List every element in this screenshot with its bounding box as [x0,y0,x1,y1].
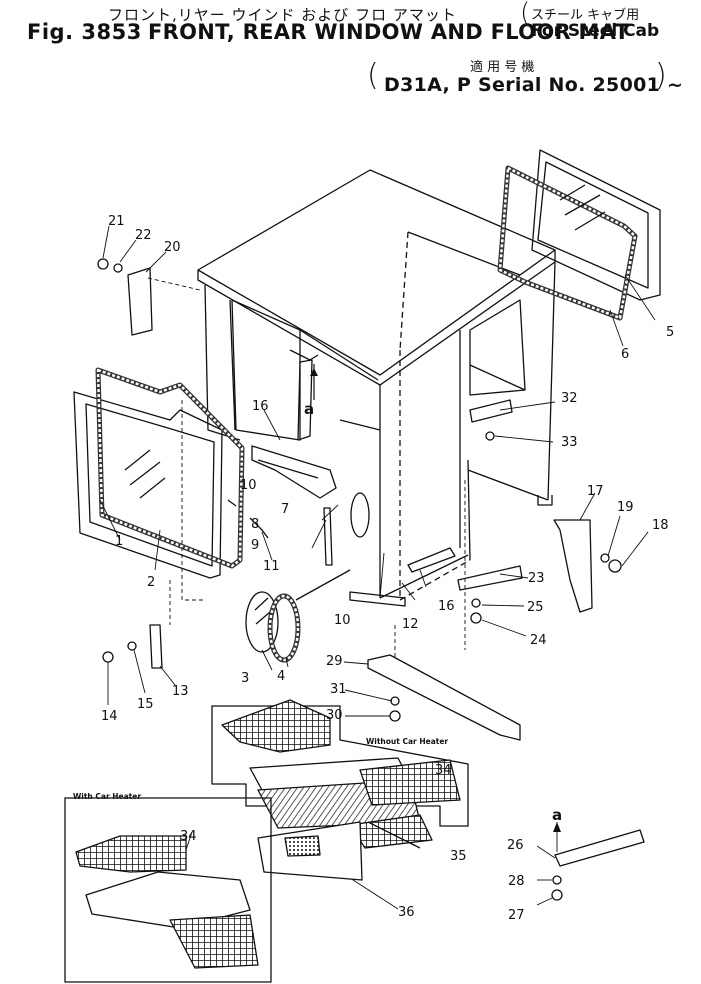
part-number-label: 12 [402,617,419,632]
part-number-label: 3 [241,671,249,686]
part-number-label: 10 [334,613,351,628]
brackets-and-strips [127,267,645,867]
right-paren-icon: ) [655,58,667,93]
left-paren-icon: ( [520,0,531,28]
title-english: FRONT, REAR WINDOW AND FLOOR MAT [148,20,630,44]
part-number-label: 13 [172,684,189,699]
part-number-label: 24 [530,633,547,648]
reference-label: a [552,806,562,824]
serial-number: D31A, P Serial No. 25001 ~ [384,74,684,96]
part-number-label: 11 [263,559,280,574]
part-number-label: 34 [180,829,197,844]
subtitle-english: For Steel Cab [531,21,660,41]
serial-label-japanese: 適 用 号 機 [470,60,535,75]
part-number-label: 15 [137,697,154,712]
floor-mat-box-with-heater [64,797,272,983]
part-number-label: 22 [135,228,152,243]
part-number-label: 26 [507,838,524,853]
part-number-label: 19 [617,500,634,515]
part-number-label: 14 [101,709,118,724]
reference-arrow [310,364,561,832]
part-number-label: 33 [561,435,578,450]
part-number-label: 27 [508,908,525,923]
part-number-label: 23 [528,571,545,586]
part-number-label: 16 [438,599,455,614]
leader-lines [99,225,656,910]
part-number-label: 21 [108,214,125,229]
box-caption: With Car Heater [73,792,141,801]
part-number-label: 1 [115,534,123,549]
part-number-label: 9 [251,538,259,553]
part-number-label: 35 [450,849,467,864]
reference-label: a [304,400,314,418]
box-caption: Without Car Heater [366,737,448,746]
title-japanese: フロント,リヤー ウインド および フロ アマット [108,6,457,24]
part-number-label: 18 [652,518,669,533]
part-number-label: 31 [330,682,347,697]
part-number-label: 34 [435,763,452,778]
part-number-label: 29 [326,654,343,669]
rear-window-assembly [497,149,661,321]
part-number-label: 8 [251,517,259,532]
part-number-label: 16 [252,399,269,414]
figure-number: Fig. 3853 [27,20,142,44]
part-number-label: 36 [398,905,415,920]
part-number-label: 4 [277,669,285,684]
left-paren-icon: ( [367,58,379,93]
part-number-label: 7 [281,502,289,517]
part-number-label: 17 [587,484,604,499]
part-number-label: 28 [508,874,525,889]
part-number-label: 30 [326,708,343,723]
part-number-label: 10 [240,478,257,493]
subtitle-japanese: スチール キャブ用 [531,8,640,23]
part-number-label: 25 [527,600,544,615]
floor-mat-box-without-heater [211,699,469,881]
small-window-assembly [245,569,351,663]
part-number-label: 5 [666,325,674,340]
part-number-label: 20 [164,240,181,255]
front-window-assembly [73,367,245,579]
part-number-label: 6 [621,347,629,362]
part-number-label: 2 [147,575,155,590]
part-number-label: 32 [561,391,578,406]
